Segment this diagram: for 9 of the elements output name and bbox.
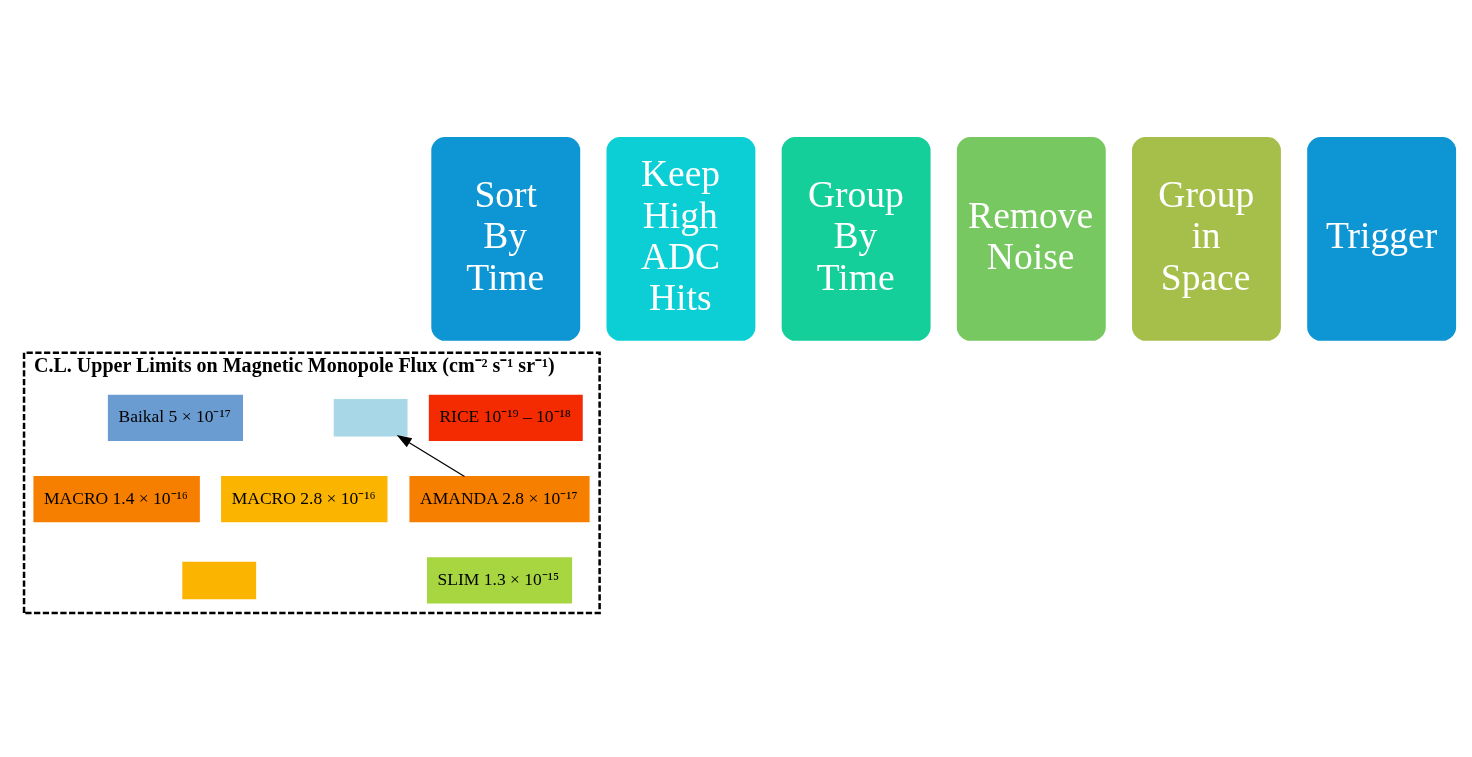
node-box: AMANDA 2.8 × 10⁻¹⁷ [409, 475, 590, 522]
node-box: SLIM 1.3 × 10⁻¹⁵ [426, 556, 573, 604]
node-box: Baikal 5 × 10⁻¹⁷ [107, 394, 243, 441]
node-box: MACRO 2.8 × 10⁻¹⁶ [221, 475, 388, 522]
arrow [396, 434, 466, 477]
node-box [182, 561, 257, 599]
node-box [333, 398, 408, 437]
node-box: MACRO 1.4 × 10⁻¹⁶ [33, 475, 200, 522]
node-box: RICE 10⁻¹⁹ – 10⁻¹⁸ [428, 394, 583, 441]
